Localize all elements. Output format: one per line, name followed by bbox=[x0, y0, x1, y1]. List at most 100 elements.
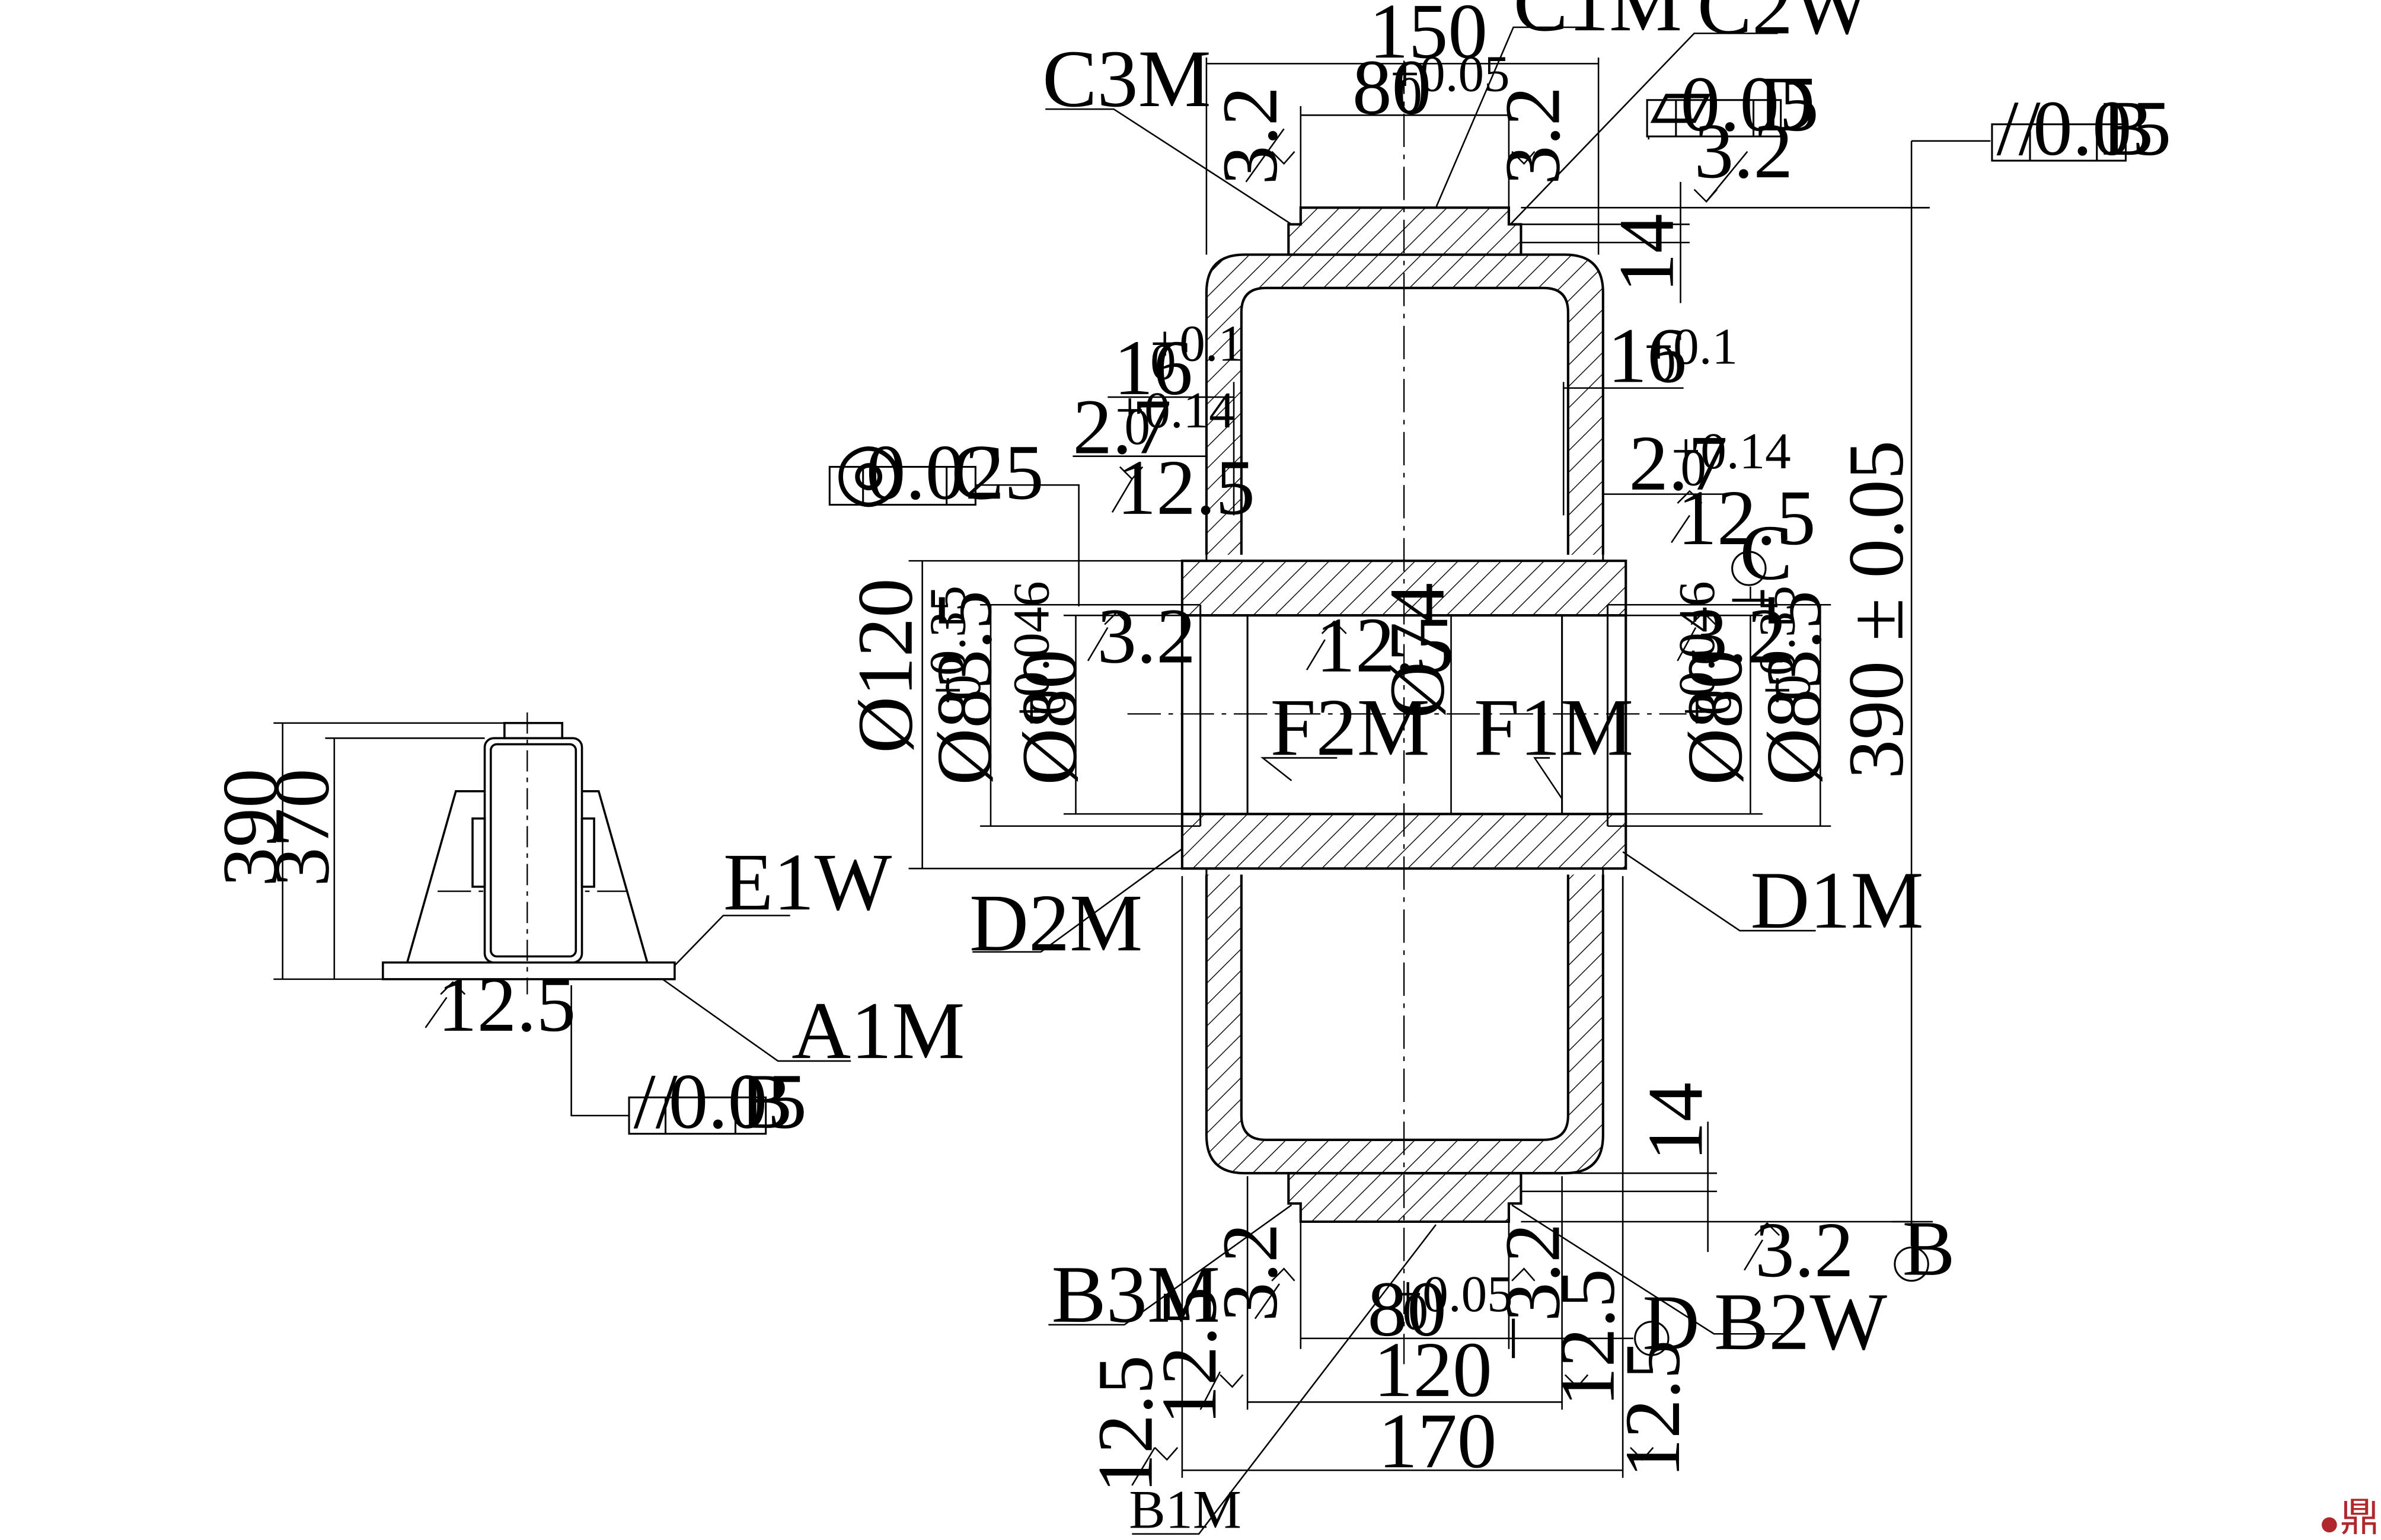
dim-370-side: 370 bbox=[257, 768, 345, 886]
dim-dia80-right-sup: +0.046 bbox=[1668, 581, 1725, 726]
rough-32-right-hub: 3.2 bbox=[1688, 592, 1787, 680]
parallel-side-symbol: // bbox=[634, 1057, 678, 1145]
datum-c-letter: C bbox=[1740, 509, 1792, 596]
flatness-symbol: ⏥ bbox=[1650, 58, 1710, 146]
rough-125-br2: 12.5 bbox=[1608, 1340, 1696, 1478]
dim-dia80-left-sup: +0.046 bbox=[1002, 581, 1059, 726]
dim-dia835-right-sub: 0 bbox=[1763, 675, 1821, 700]
labels-text: C1M C2W C3M F2M F1M D2M D1M B3M B2W B1M … bbox=[723, 0, 1924, 1540]
rough-125-br1: 12.5 bbox=[1543, 1269, 1631, 1407]
groove-dimensions bbox=[972, 382, 1725, 606]
rough-32-top-far: 3.2 bbox=[1694, 107, 1793, 194]
dim-dia835-right-sup: +0.35 bbox=[1748, 586, 1806, 705]
parallel-top-symbol: // bbox=[1997, 84, 2041, 172]
label-d2m: D2M bbox=[969, 877, 1142, 968]
parallel-top-value: 0.05 bbox=[2033, 84, 2171, 172]
dim-80-bottom: 80 bbox=[1368, 1265, 1447, 1353]
dimension-text: 150 80 +0.05 0 14 14 16 +0.1 0 16 +0.1 0… bbox=[206, 0, 1919, 1484]
label-a1m: A1M bbox=[791, 985, 965, 1076]
label-c2w: C2W bbox=[1697, 0, 1871, 51]
datum-text: C B D bbox=[1642, 509, 1955, 1366]
concentric-symbol: ◎ bbox=[834, 427, 903, 515]
bottom-dimensions bbox=[1048, 876, 1915, 1535]
label-b3m: B3M bbox=[1051, 1249, 1220, 1340]
dim-27-right-sub: 0 bbox=[1681, 439, 1707, 496]
dim-16-left: 16 bbox=[1114, 324, 1193, 411]
left-diameter-dims bbox=[908, 560, 1452, 870]
label-c3m: C3M bbox=[1042, 33, 1211, 124]
dim-16-right: 16 bbox=[1608, 312, 1687, 400]
dim-27-left: 2.7 bbox=[1073, 383, 1172, 471]
watermark-logo: 鼎达信 bbox=[2322, 1496, 2381, 1540]
concentric-value: 0.025 bbox=[866, 428, 1044, 516]
wheel-section-view bbox=[438, 60, 1687, 1365]
dim-170: 170 bbox=[1378, 1397, 1497, 1484]
datum-markers bbox=[1634, 551, 1929, 1356]
dim-80-bottom-sub: 0 bbox=[1403, 1283, 1429, 1341]
dim-dia835-left-sup: +0.35 bbox=[918, 586, 976, 705]
center-leaders bbox=[972, 757, 1816, 953]
rough-32-top-right: 3.2 bbox=[1488, 87, 1576, 185]
dim-14-top: 14 bbox=[1603, 214, 1690, 293]
side-view bbox=[273, 712, 851, 1117]
rough-125-left-sleeve: 12.5 bbox=[1117, 443, 1255, 531]
datum-b-marker bbox=[1894, 1246, 1929, 1282]
rough-32-bottom-far: 3.2 bbox=[1755, 1206, 1854, 1293]
datum-d-marker bbox=[1634, 1321, 1670, 1356]
parallel-side-value: 0.05 bbox=[669, 1057, 807, 1145]
rough-125-bl2: 12.5 bbox=[1081, 1355, 1169, 1493]
parallel-side-datum: B bbox=[740, 1057, 793, 1145]
label-d1m: D1M bbox=[1750, 855, 1923, 945]
bottom-shaft-hatch bbox=[1287, 1172, 1523, 1223]
dim-27-left-sub: 0 bbox=[1125, 398, 1151, 455]
rough-32-bottom-left: 3.2 bbox=[1206, 1223, 1294, 1322]
dim-390-side: 390 bbox=[206, 768, 293, 886]
rough-125-right-sleeve: 12.5 bbox=[1677, 474, 1815, 561]
dim-16-right-sup: +0.1 bbox=[1644, 318, 1738, 375]
rough-32-top-left: 3.2 bbox=[1206, 87, 1294, 185]
dim-80-top-sup: +0.05 bbox=[1390, 45, 1510, 103]
dim-16-left-sup: +0.1 bbox=[1150, 315, 1244, 372]
label-f1m: F1M bbox=[1474, 682, 1633, 773]
dim-390-height: 390 ± 0.05 bbox=[1832, 440, 1920, 779]
label-e1w: E1W bbox=[723, 836, 892, 927]
roughness-symbols bbox=[425, 128, 1780, 1486]
flatness-value: 0.05 bbox=[1681, 60, 1819, 148]
parallel-top-datum: B bbox=[2101, 84, 2154, 172]
dim-dia120: Ø120 bbox=[841, 578, 929, 753]
dim-14-bottom: 14 bbox=[1631, 1082, 1719, 1161]
dim-dia74: Ø74 bbox=[1373, 583, 1461, 718]
rough-32-bottom-right: 3.2 bbox=[1488, 1223, 1576, 1322]
dim-150: 150 bbox=[1369, 0, 1488, 75]
dim-27-right: 2.7 bbox=[1629, 419, 1728, 507]
dim-16-left-sub: 0 bbox=[1150, 333, 1176, 390]
dim-27-right-sup: +0.14 bbox=[1671, 422, 1791, 480]
dim-dia835-left: Ø83.5 bbox=[920, 590, 1008, 785]
dim-80-top-sub: 0 bbox=[1396, 66, 1422, 123]
dim-80-top: 80 bbox=[1352, 43, 1431, 131]
roughness-text: 3.2 3.2 3.2 12.5 12.5 3.2 12.5 3.2 3.2 3… bbox=[438, 87, 1854, 1493]
label-f2m: F2M bbox=[1271, 682, 1430, 773]
dim-dia80-left-sub: 0 bbox=[1019, 689, 1076, 715]
dim-dia80-right: Ø80 bbox=[1671, 650, 1758, 785]
datum-d-letter: D bbox=[1642, 1279, 1699, 1366]
dim-27-left-sup: +0.14 bbox=[1115, 381, 1235, 439]
concentric-datum: C bbox=[951, 428, 1004, 516]
rough-125-side: 12.5 bbox=[438, 960, 576, 1048]
rough-32-left-hub: 3.2 bbox=[1097, 592, 1196, 680]
datum-c-marker bbox=[1731, 551, 1767, 586]
label-b1m: B1M bbox=[1129, 1480, 1241, 1540]
label-b2w: B2W bbox=[1714, 1276, 1888, 1367]
dim-80-bottom-sup: +0.05 bbox=[1393, 1265, 1513, 1322]
dim-120: 120 bbox=[1374, 1325, 1492, 1413]
tolerance-frames bbox=[628, 99, 2127, 1135]
dim-dia835-right: Ø83.5 bbox=[1750, 590, 1837, 785]
tolerance-text: ⏥ 0.05 D // 0.05 B ◎ 0.025 C // 0.05 B bbox=[634, 58, 2172, 1145]
rough-125-center: 12.5 bbox=[1316, 601, 1454, 689]
dim-dia80-left: Ø80 bbox=[1005, 650, 1093, 785]
datum-b-letter: B bbox=[1903, 1204, 1955, 1292]
watermark-text: 鼎达信 bbox=[2340, 1496, 2381, 1540]
top-shaft-hatch bbox=[1287, 206, 1523, 256]
rough-125-bl1: 12.5 bbox=[1145, 1287, 1233, 1425]
